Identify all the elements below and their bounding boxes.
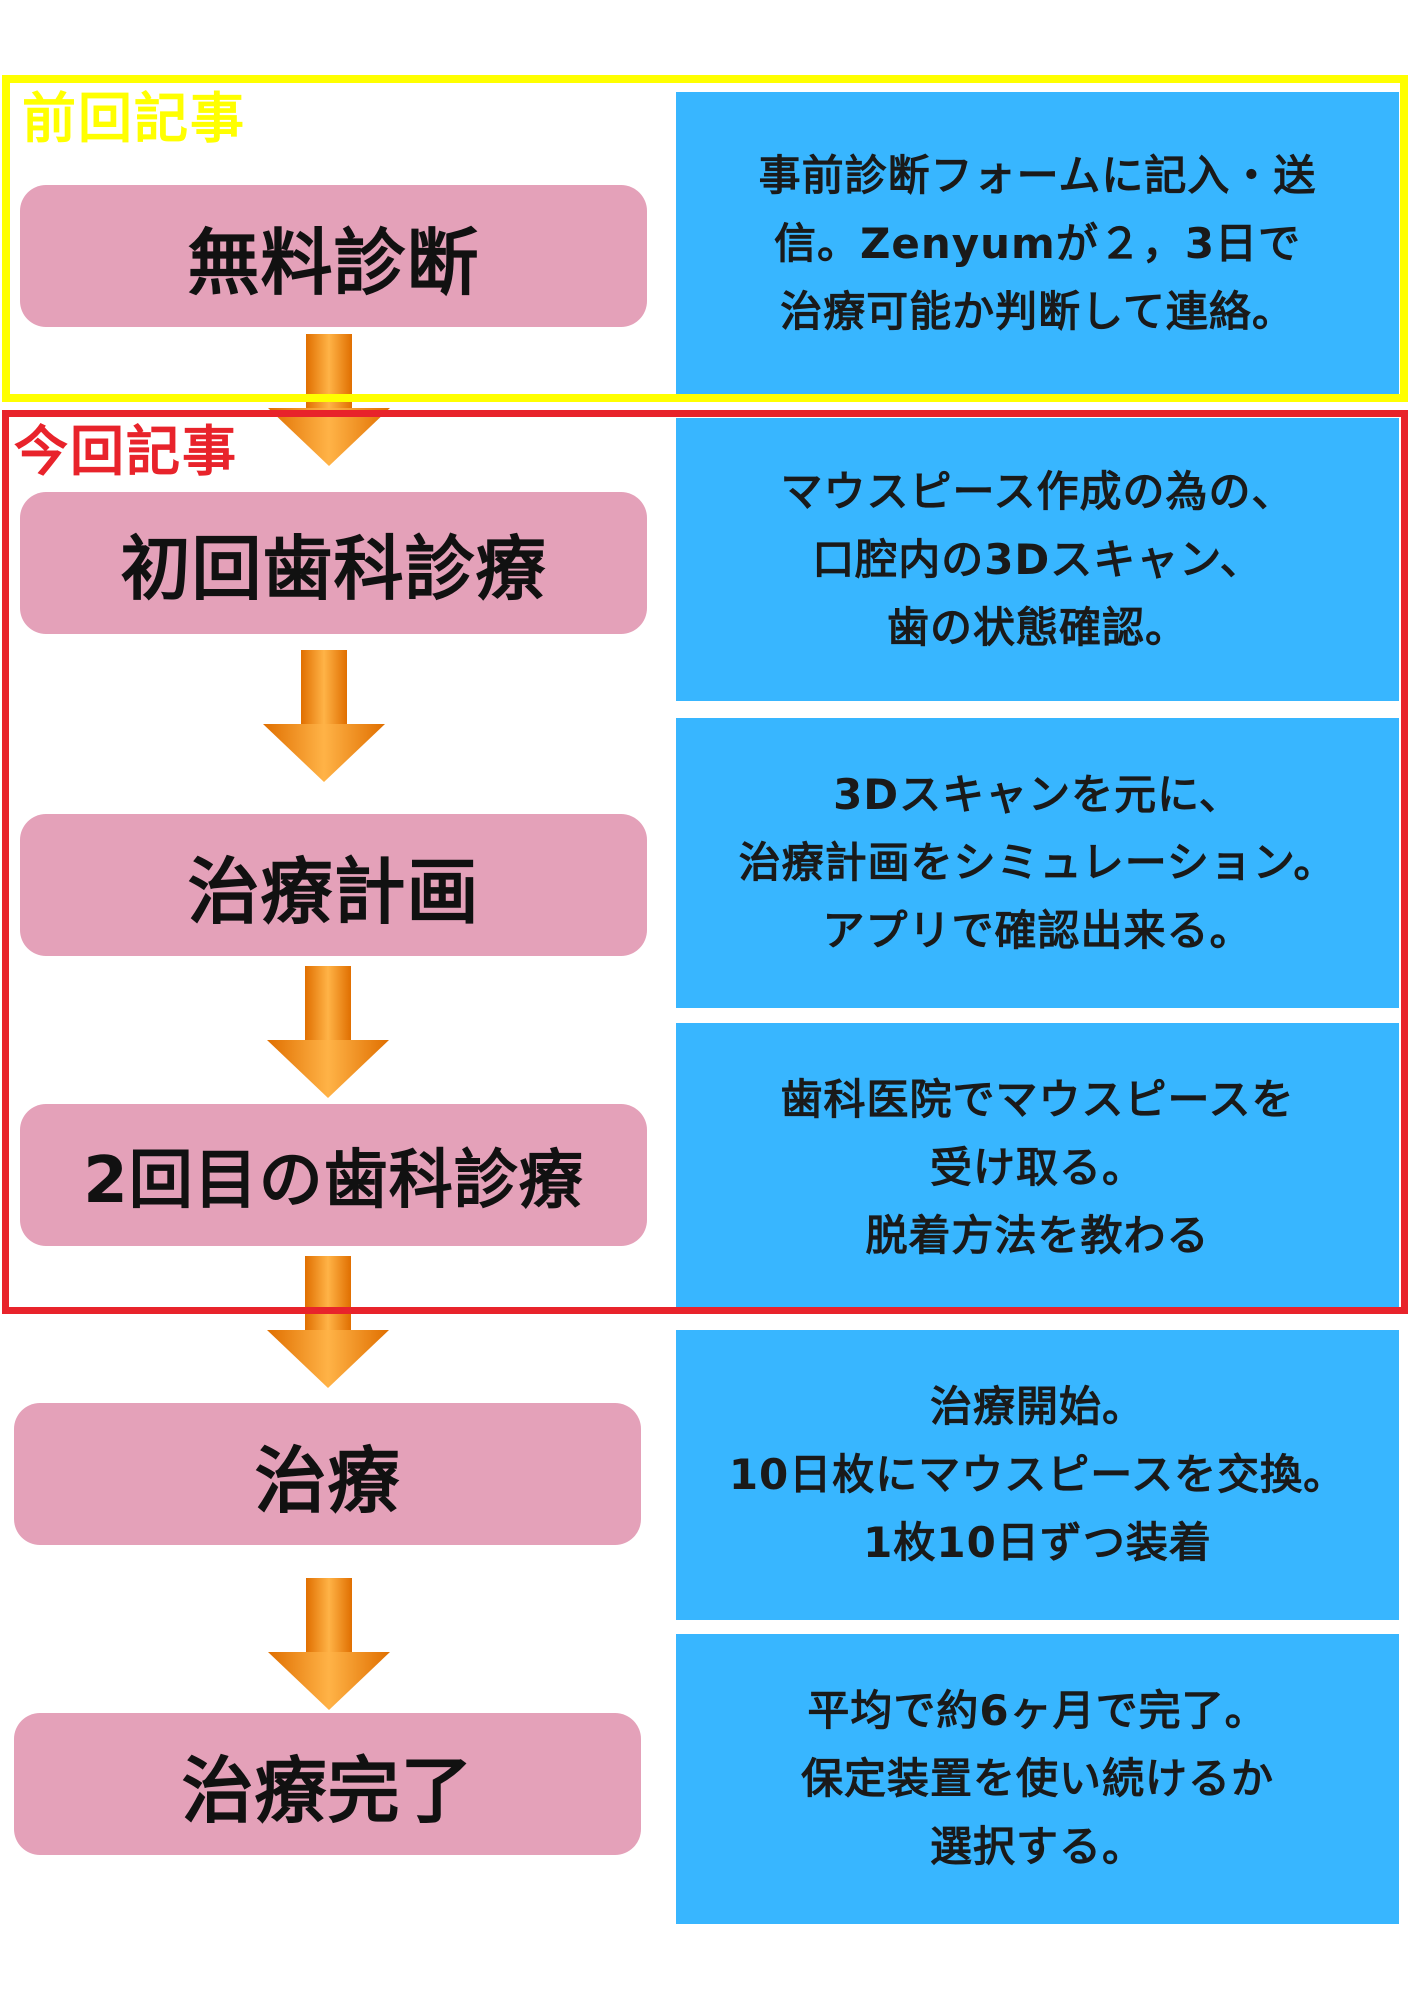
step-title: 治療計画 [187, 849, 480, 934]
description-line: マウスピース作成の為の、 [780, 466, 1295, 516]
step-title: 初回歯科診療 [120, 527, 547, 610]
previous-article-frame [2, 75, 1408, 402]
step-treatment-plan: 治療計画 [20, 814, 647, 956]
description-treatment-plan: 3Dスキャンを元に、 治療計画をシミュレーション。 アプリで確認出来る。 [676, 718, 1399, 1008]
down-arrow-icon [267, 1256, 389, 1388]
description-line: 10日枚にマウスピースを交換。 [728, 1450, 1347, 1499]
step-title: 2回目の歯科診療 [83, 1144, 584, 1218]
current-article-frame [2, 410, 1408, 1314]
step-title: 治療 [254, 1438, 401, 1523]
down-arrow-icon [268, 1578, 390, 1710]
description-line: 口腔内の3Dスキャン、 [812, 534, 1263, 584]
previous-article-label: 前回記事 [22, 87, 246, 150]
step-title: 治療完了 [181, 1748, 474, 1833]
description-line: 歯の状態確認。 [886, 602, 1188, 652]
description-line: 受け取る。 [929, 1143, 1145, 1192]
description-line: 平均で約6ヶ月で完了。 [807, 1686, 1268, 1735]
description-second-dental-visit: 歯科医院でマウスピースを 受け取る。 脱着方法を教わる [676, 1023, 1399, 1313]
description-treatment-complete: 平均で約6ヶ月で完了。 保定装置を使い続けるか 選択する。 [676, 1634, 1399, 1924]
description-line: 保定装置を使い続けるか [800, 1754, 1274, 1803]
description-line: 治療可能か判断して連絡。 [780, 286, 1295, 336]
description-line: 歯科医院でマウスピースを [780, 1075, 1295, 1124]
current-article-label: 今回記事 [14, 420, 238, 483]
step-treatment-complete: 治療完了 [14, 1713, 641, 1855]
step-first-dental-visit: 初回歯科診療 [20, 492, 647, 634]
description-line: 選択する。 [929, 1822, 1145, 1871]
description-treatment: 治療開始。 10日枚にマウスピースを交換。 1枚10日ずつ装着 [676, 1330, 1399, 1620]
description-line: 治療開始。 [929, 1382, 1145, 1431]
description-free-diagnosis: 事前診断フォームに記入・送 信。Zenyumが２，3日で 治療可能か判断して連絡… [676, 92, 1399, 395]
description-line: 3Dスキャンを元に、 [833, 770, 1242, 819]
description-line: 1枚10日ずつ装着 [863, 1518, 1212, 1567]
description-line: アプリで確認出来る。 [822, 906, 1253, 955]
description-first-dental-visit: マウスピース作成の為の、 口腔内の3Dスキャン、 歯の状態確認。 [676, 418, 1399, 701]
description-line: 信。Zenyumが２，3日で [773, 218, 1302, 268]
step-title: 無料診断 [187, 220, 480, 305]
step-free-diagnosis: 無料診断 [20, 185, 647, 327]
description-line: 治療計画をシミュレーション。 [738, 838, 1337, 887]
step-second-dental-visit: 2回目の歯科診療 [20, 1104, 647, 1246]
step-treatment: 治療 [14, 1403, 641, 1545]
down-arrow-icon [263, 650, 385, 782]
description-line: 脱着方法を教わる [865, 1211, 1210, 1260]
down-arrow-icon [267, 966, 389, 1098]
description-line: 事前診断フォームに記入・送 [758, 150, 1317, 200]
